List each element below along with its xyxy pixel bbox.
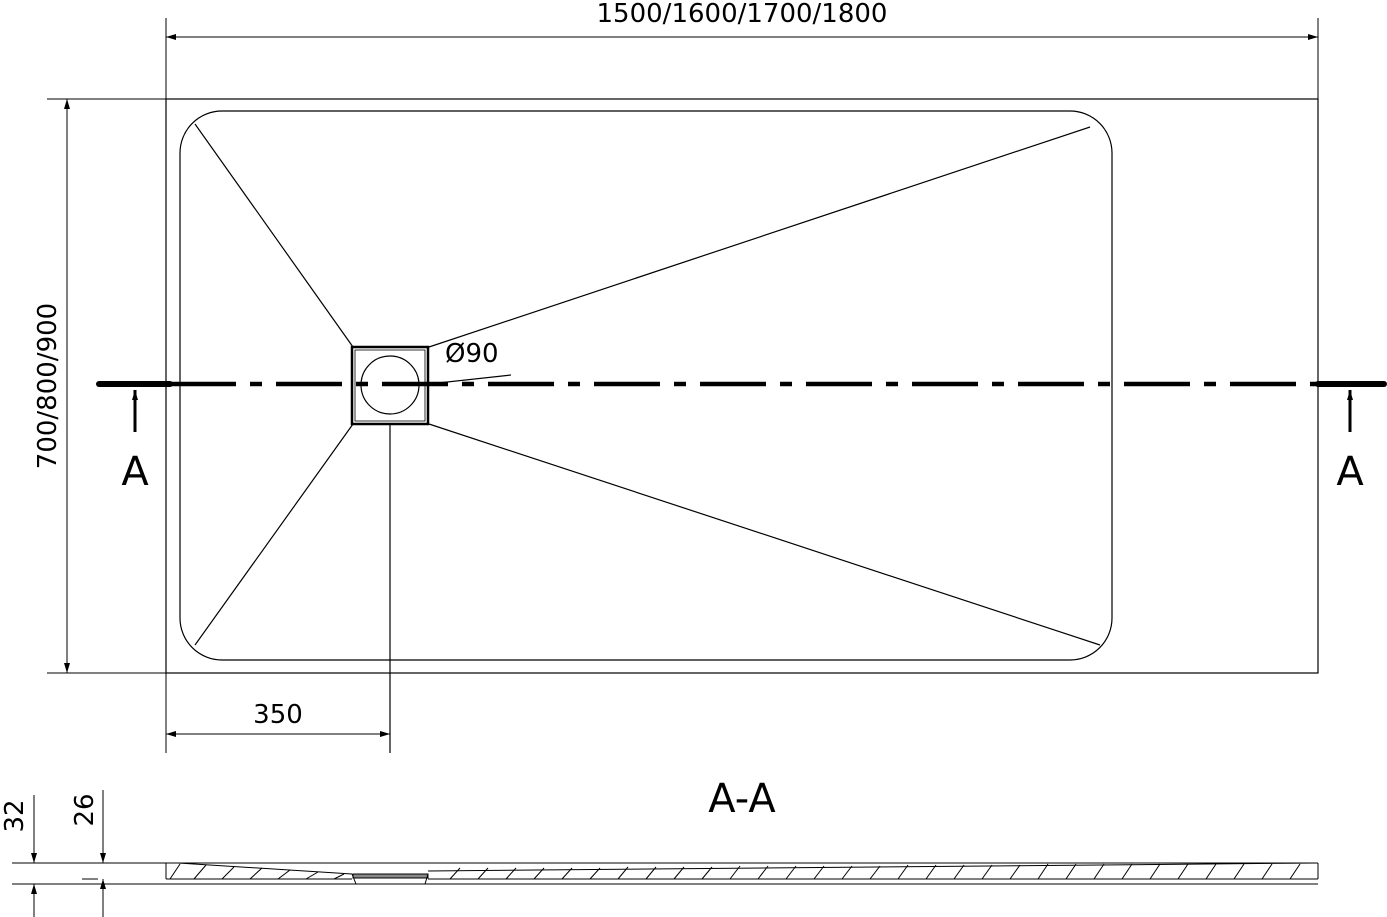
section-marker-right: A	[1336, 449, 1364, 495]
dimension-width: 700/800/900	[33, 303, 63, 469]
section-marker-left: A	[121, 449, 149, 495]
dimension-drain-offset: 350	[253, 700, 303, 730]
dimension-total-height: 32	[0, 799, 30, 832]
cross-section	[12, 862, 1319, 885]
dimension-length: 1500/1600/1700/1800	[597, 0, 888, 29]
slope-lines	[194, 123, 1101, 646]
dimension-tray-height: 26	[70, 793, 100, 826]
section-line	[96, 381, 1387, 432]
dimension-drain-diameter: Ø90	[445, 339, 499, 369]
section-title: A-A	[708, 776, 776, 822]
